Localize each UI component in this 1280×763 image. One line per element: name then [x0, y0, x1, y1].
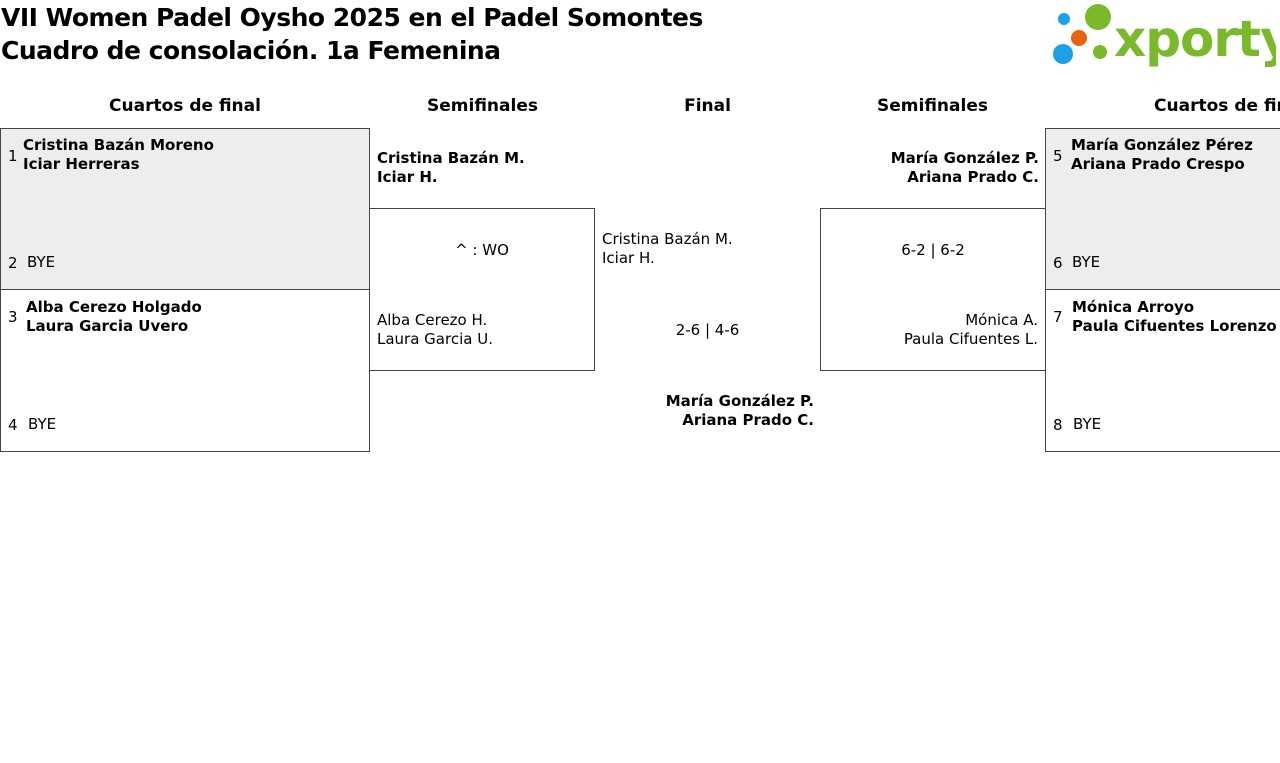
final-winner-player-2: Ariana Prado C.	[682, 411, 814, 429]
team-player-2: Ariana Prado Crespo	[1071, 155, 1245, 173]
final-score: 2-6 | 4-6	[675, 321, 740, 339]
tournament-title: VII Women Padel Oysho 2025 en el Padel S…	[1, 3, 703, 32]
team-player-2: Iciar Herreras	[23, 155, 140, 173]
header-semifinals-left: Semifinales	[427, 96, 538, 116]
team-player-2: Laura Garcia Uvero	[26, 317, 189, 335]
final-winner-player-1: María González P.	[665, 392, 814, 410]
sf-right-top-player-1: María González P.	[890, 149, 1039, 167]
xporty-logo-icon: xporty	[1053, 4, 1280, 68]
final-top-player-1: Cristina Bazán M.	[602, 230, 733, 248]
header-quarterfinals-left: Cuartos de final	[109, 96, 261, 116]
bye-label: BYE	[1072, 253, 1101, 271]
header-quarterfinals-right: Cuartos de final	[1154, 96, 1280, 116]
qf-match-1[interactable]: 1 Cristina Bazán Moreno Iciar Herreras 2…	[0, 128, 370, 290]
seed-number: 7	[1053, 308, 1063, 326]
bye-label: BYE	[27, 253, 56, 271]
sf-left-score: ^ : WO	[455, 241, 509, 259]
seed-number: 6	[1053, 254, 1063, 272]
sf-left-bottom-player-1: Alba Cerezo H.	[377, 311, 488, 329]
qf-match-4[interactable]: 7 Mónica Arroyo Paula Cifuentes Lorenzo …	[1045, 289, 1280, 452]
draw-subtitle: Cuadro de consolación. 1a Femenina	[1, 36, 501, 65]
seed-number: 2	[8, 254, 18, 272]
sf-right-match[interactable]: 6-2 | 6-2 Mónica A. Paula Cifuentes L.	[820, 208, 1046, 371]
team-player-1: Cristina Bazán Moreno	[23, 136, 214, 154]
header-semifinals-right: Semifinales	[877, 96, 988, 116]
header-final: Final	[684, 96, 731, 116]
sf-right-score: 6-2 | 6-2	[901, 241, 965, 259]
team-player-1: Alba Cerezo Holgado	[26, 298, 202, 316]
team-player-1: Mónica Arroyo	[1072, 298, 1195, 316]
xporty-logo[interactable]: xporty	[1050, 2, 1280, 68]
seed-number: 1	[8, 147, 18, 165]
seed-number: 3	[8, 308, 18, 326]
qf-match-2[interactable]: 3 Alba Cerezo Holgado Laura Garcia Uvero…	[0, 289, 370, 452]
bye-label: BYE	[1073, 415, 1102, 433]
sf-left-bottom-player-2: Laura Garcia U.	[377, 330, 493, 348]
svg-text:xporty: xporty	[1114, 10, 1276, 68]
seed-number: 4	[8, 416, 18, 434]
final-top-player-2: Iciar H.	[602, 249, 655, 267]
seed-number: 8	[1053, 416, 1063, 434]
sf-left-top-player-1: Cristina Bazán M.	[377, 149, 525, 167]
sf-right-top-player-2: Ariana Prado C.	[907, 168, 1039, 186]
sf-left-match[interactable]: ^ : WO Alba Cerezo H. Laura Garcia U.	[369, 208, 595, 371]
sf-right-bottom-player-1: Mónica A.	[965, 311, 1038, 329]
seed-number: 5	[1053, 147, 1063, 165]
team-player-1: María González Pérez	[1071, 136, 1253, 154]
bye-label: BYE	[28, 415, 57, 433]
sf-left-top-player-2: Iciar H.	[377, 168, 438, 186]
qf-match-3[interactable]: 5 María González Pérez Ariana Prado Cres…	[1045, 128, 1280, 290]
team-player-2: Paula Cifuentes Lorenzo	[1072, 317, 1277, 335]
sf-right-bottom-player-2: Paula Cifuentes L.	[903, 330, 1038, 348]
